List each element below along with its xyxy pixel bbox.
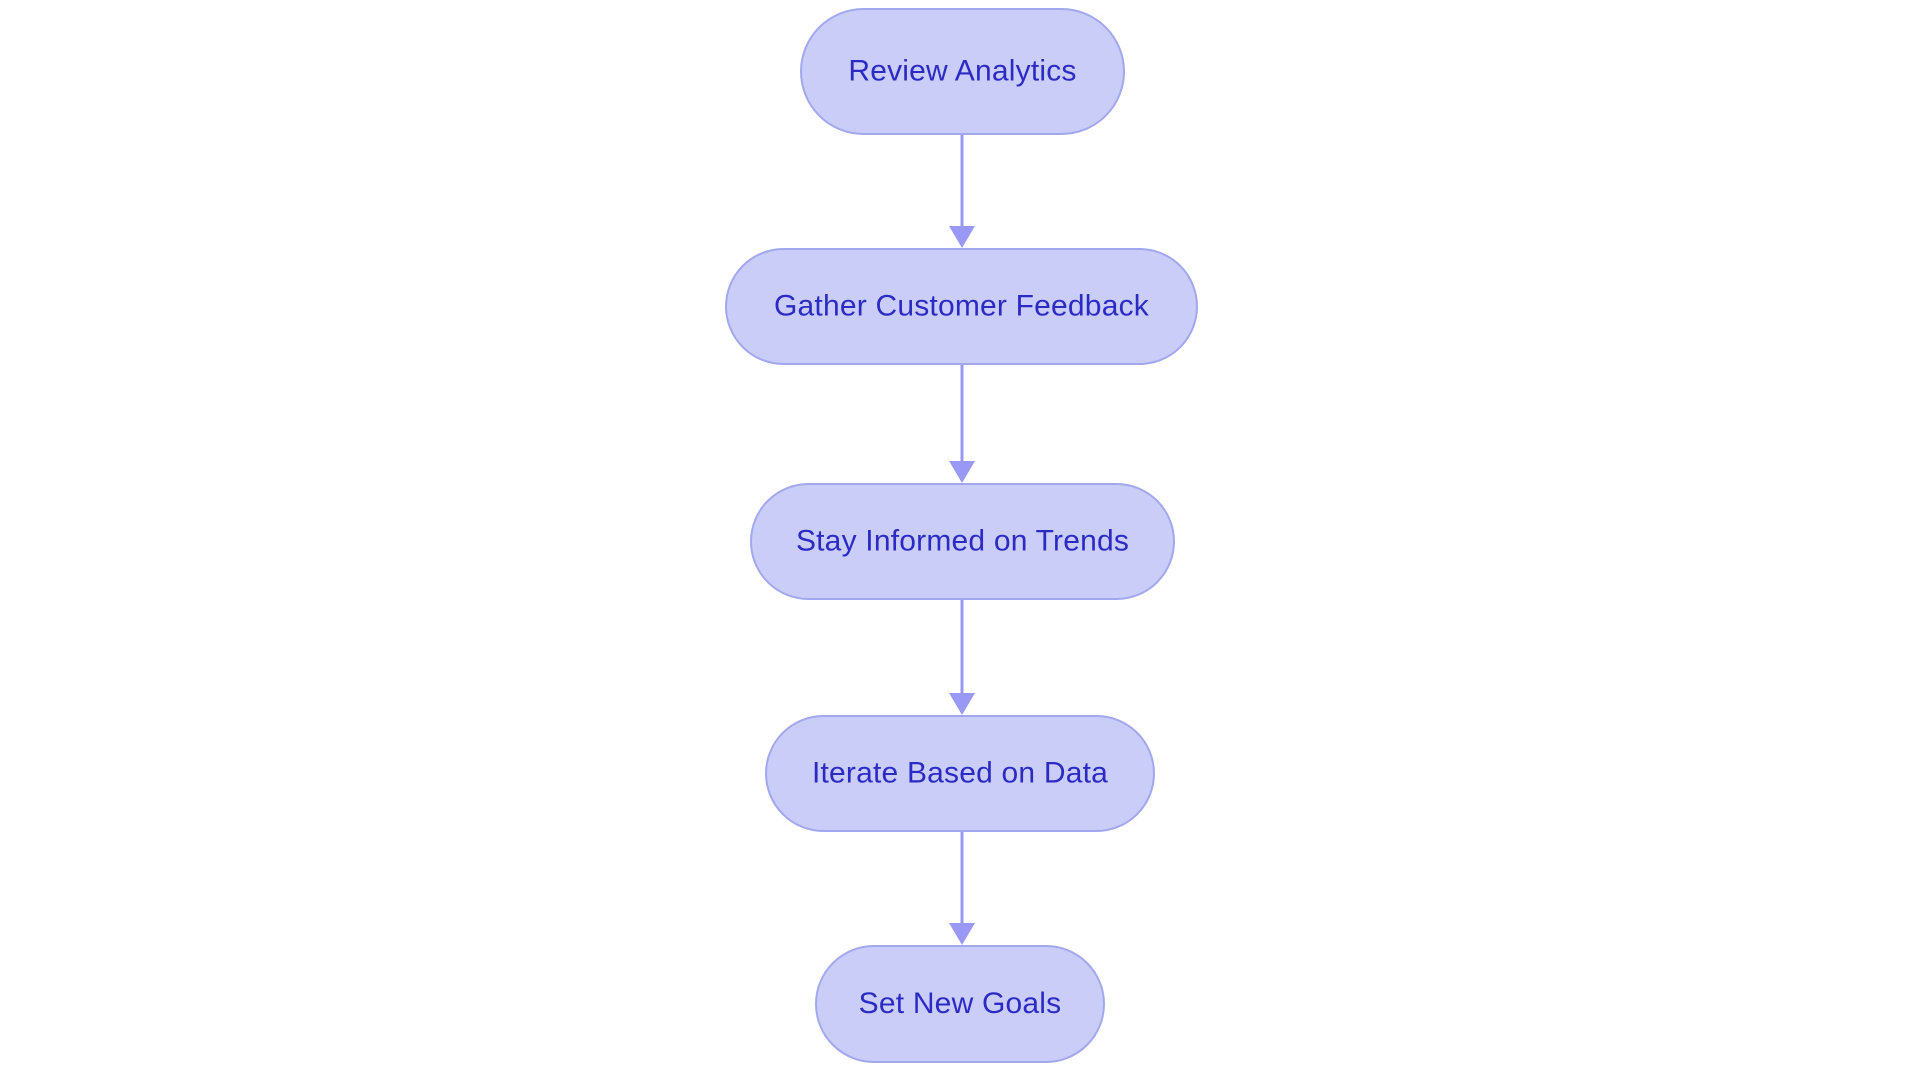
flow-edge	[949, 600, 975, 715]
edge-arrowhead-icon	[949, 693, 975, 715]
edges-layer	[949, 135, 975, 945]
node-shape[interactable]	[725, 248, 1198, 365]
node-label: Review Analytics	[848, 54, 1076, 87]
flow-edge	[949, 832, 975, 945]
edge-arrowhead-icon	[949, 461, 975, 483]
flow-edge	[949, 365, 975, 483]
node-shape[interactable]	[765, 715, 1155, 832]
flow-node-stay-informed-on-trends[interactable]: Stay Informed on Trends	[750, 483, 1175, 600]
edge-arrowhead-icon	[949, 226, 975, 248]
flow-node-gather-customer-feedback[interactable]: Gather Customer Feedback	[725, 248, 1198, 365]
node-label: Gather Customer Feedback	[774, 289, 1150, 322]
flow-edge	[949, 135, 975, 248]
node-shape[interactable]	[800, 8, 1125, 135]
node-shape[interactable]	[750, 483, 1175, 600]
node-shape[interactable]	[815, 945, 1105, 1063]
node-label: Set New Goals	[859, 987, 1062, 1020]
flow-node-set-new-goals[interactable]: Set New Goals	[815, 945, 1105, 1063]
node-label: Iterate Based on Data	[812, 756, 1108, 789]
flow-node-review-analytics[interactable]: Review Analytics	[800, 8, 1125, 135]
node-label: Stay Informed on Trends	[796, 524, 1129, 557]
flow-node-iterate-based-on-data[interactable]: Iterate Based on Data	[765, 715, 1155, 832]
edge-arrowhead-icon	[949, 923, 975, 945]
